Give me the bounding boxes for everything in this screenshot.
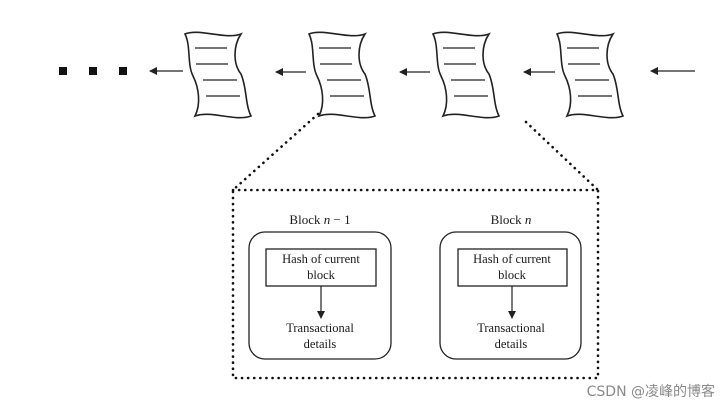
hash-label-line2: block	[498, 268, 526, 282]
tx-label-line1: Transactional	[477, 321, 545, 335]
zoom-connector-right	[524, 120, 600, 192]
hash-label-line2: block	[307, 268, 335, 282]
block-scroll-icon	[556, 31, 624, 119]
block-title-prefix: Block	[490, 212, 525, 227]
block-title-suffix: − 1	[330, 212, 351, 227]
block-title-current: Block n	[441, 212, 581, 228]
watermark: CSDN @凌峰的博客	[586, 384, 715, 400]
tx-label-line2: details	[303, 337, 337, 351]
detail-dotted-frame	[231, 188, 600, 380]
tx-label-prev: Transactional details	[250, 320, 390, 352]
chain-ellipsis	[59, 67, 127, 75]
block-title-prefix: Block	[289, 212, 324, 227]
hash-label-line1: Hash of current	[282, 252, 360, 266]
hash-label-prev: Hash of current block	[266, 251, 376, 283]
block-title-var: n	[323, 212, 331, 227]
block-scroll-icon	[184, 31, 252, 119]
zoom-connector-left	[231, 112, 320, 192]
block-container-prev	[248, 231, 392, 360]
tx-label-line2: details	[494, 337, 528, 351]
tx-label-line1: Transactional	[286, 321, 354, 335]
block-title-prev: Block n − 1	[250, 212, 390, 228]
hash-label-line1: Hash of current	[473, 252, 551, 266]
hash-label-current: Hash of current block	[457, 251, 567, 283]
block-scroll-icon	[432, 31, 500, 119]
block-container-current	[439, 231, 582, 360]
block-scroll-icon	[308, 31, 376, 119]
block-title-var: n	[524, 212, 532, 227]
tx-label-current: Transactional details	[441, 320, 581, 352]
